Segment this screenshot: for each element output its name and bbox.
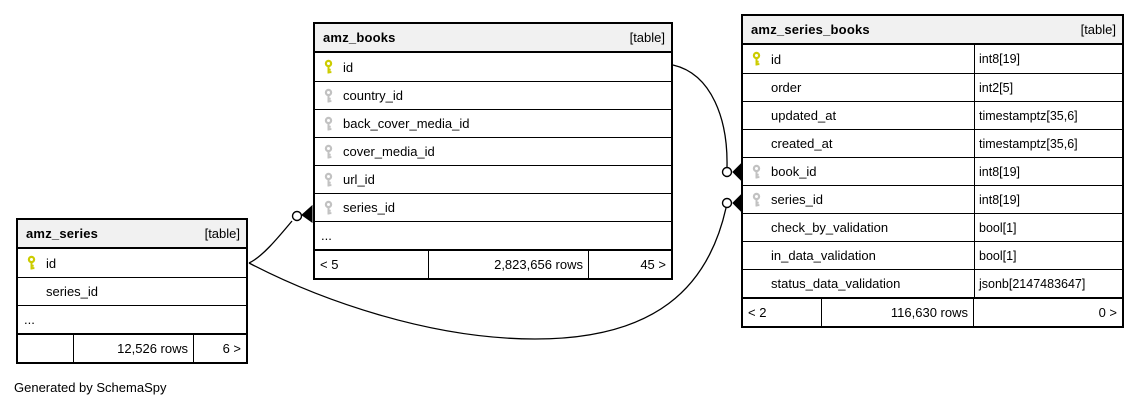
column-name: series_id [343,200,396,215]
column-type: timestamptz[35,6] [974,102,1122,129]
column-type: bool[1] [974,214,1122,241]
column-name: series_id [771,192,824,207]
column-row-series_id: series_id int8[19] [743,185,1122,213]
fk-endpoint-circle [721,166,733,178]
table-node-amz_series[interactable]: amz_series [table] id series_id... 12,526… [16,218,248,364]
column-row-status_data_validation: status_data_validation jsonb[2147483647] [743,269,1122,297]
footer-parents-count: 45 > [588,251,671,278]
schemaspy-credit: Generated by SchemaSpy [14,380,167,395]
column-row-series_id: series_id [18,277,246,305]
column-row-country_id: country_id [315,81,671,109]
column-row-ellipsis: ... [315,221,671,249]
table-footer: < 2 116,630 rows 0 > [743,297,1122,326]
footer-children-count [18,335,73,362]
footer-row-count: 116,630 rows [821,299,973,326]
foreign-key-icon [751,164,762,179]
column-type: jsonb[2147483647] [974,270,1122,297]
fk-line-amz_books-series_id [248,220,293,264]
table-type-badge: [table] [1080,22,1116,37]
table-type-badge: [table] [204,226,240,241]
column-row-check_by_validation: check_by_validation bool[1] [743,213,1122,241]
column-list: id int8[19] order int2[5] updated_at timestam… [743,45,1122,297]
column-row-book_id: book_id int8[19] [743,157,1122,185]
table-footer: < 5 2,823,656 rows 45 > [315,249,671,278]
table-type-badge: [table] [629,30,665,45]
column-type: int2[5] [974,74,1122,101]
primary-key-icon [26,255,37,271]
foreign-key-icon [323,88,334,103]
foreign-key-icon [323,200,334,215]
column-row-updated_at: updated_at timestamptz[35,6] [743,101,1122,129]
fk-endpoint-circle [721,197,733,209]
column-type: timestamptz[35,6] [974,130,1122,157]
column-name: country_id [343,88,403,103]
table-header[interactable]: amz_series [table] [18,220,246,249]
fk-endpoint-arrow [732,162,742,182]
column-row-order: order int2[5] [743,73,1122,101]
column-name: status_data_validation [771,276,901,291]
column-name: ... [24,312,35,327]
column-name: check_by_validation [771,220,889,235]
column-list: id country_id back_cover_media_id cover_med… [315,53,671,249]
footer-parents-count: 6 > [193,335,246,362]
column-row-ellipsis: ... [18,305,246,333]
foreign-key-icon [323,144,334,159]
footer-children-count: < 2 [748,305,767,320]
fk-line-amz_series_books-book_id [672,64,728,168]
column-row-back_cover_media_id: back_cover_media_id [315,109,671,137]
column-type: int8[19] [974,186,1122,213]
column-name: series_id [46,284,99,299]
column-row-cover_media_id: cover_media_id [315,137,671,165]
foreign-key-icon [323,116,334,131]
table-title[interactable]: amz_books [323,30,396,45]
primary-key-icon [751,51,762,67]
footer-children-count: < 5 [320,257,339,272]
fk-endpoint-circle [291,210,303,222]
column-name: url_id [343,172,375,187]
column-row-in_data_validation: in_data_validation bool[1] [743,241,1122,269]
footer-parents-count: 0 > [973,299,1122,326]
primary-key-icon [323,59,334,75]
column-name: ... [321,228,332,243]
column-list: id series_id... [18,249,246,333]
column-name: in_data_validation [771,248,876,263]
column-row-series_id: series_id [315,193,671,221]
column-name: back_cover_media_id [343,116,470,131]
table-node-amz_books[interactable]: amz_books [table] id country_id back_cover… [313,22,673,280]
column-type: int8[19] [974,45,1122,73]
column-type: int8[19] [974,158,1122,185]
column-row-url_id: url_id [315,165,671,193]
column-name: id [46,255,57,271]
fk-endpoint-arrow [301,204,313,223]
table-title[interactable]: amz_series_books [751,22,870,37]
column-type: bool[1] [974,242,1122,269]
column-name: id [343,59,354,75]
table-footer: 12,526 rows 6 > [18,333,246,362]
column-row-id: id int8[19] [743,45,1122,73]
footer-row-count: 12,526 rows [73,335,193,362]
column-row-id: id [18,249,246,277]
table-header[interactable]: amz_books [table] [315,24,671,53]
foreign-key-icon [751,192,762,207]
column-name: order [771,80,802,95]
column-name: cover_media_id [343,144,435,159]
table-title[interactable]: amz_series [26,226,99,241]
column-name: book_id [771,164,817,179]
column-name: id [771,51,782,67]
fk-endpoint-arrow [732,193,742,213]
fk-line-amz_series_books-series_id [248,207,727,340]
column-row-created_at: created_at timestamptz[35,6] [743,129,1122,157]
foreign-key-icon [323,172,334,187]
column-name: created_at [771,136,833,151]
column-row-id: id [315,53,671,81]
column-name: updated_at [771,108,837,123]
table-header[interactable]: amz_series_books [table] [743,16,1122,45]
footer-row-count: 2,823,656 rows [428,251,588,278]
